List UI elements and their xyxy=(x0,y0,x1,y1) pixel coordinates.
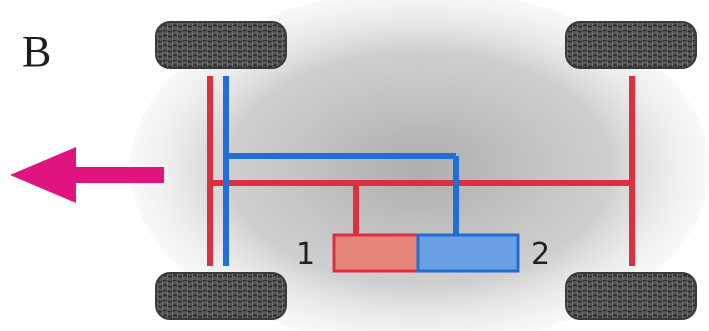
vehicle-body xyxy=(130,0,709,331)
tire-icon xyxy=(155,272,287,320)
panel-label: B xyxy=(22,27,52,76)
tire-icon xyxy=(155,21,287,69)
unit-2-box xyxy=(416,233,520,273)
blue-brake-circuit xyxy=(223,76,459,266)
unit-2-label: 2 xyxy=(531,237,551,272)
arrow-left-icon xyxy=(10,147,164,203)
tire-icon xyxy=(565,21,697,69)
tire-icon xyxy=(565,272,697,320)
unit-1-box xyxy=(332,233,420,273)
red-brake-circuit xyxy=(207,76,635,266)
unit-1-label: 1 xyxy=(296,237,316,272)
